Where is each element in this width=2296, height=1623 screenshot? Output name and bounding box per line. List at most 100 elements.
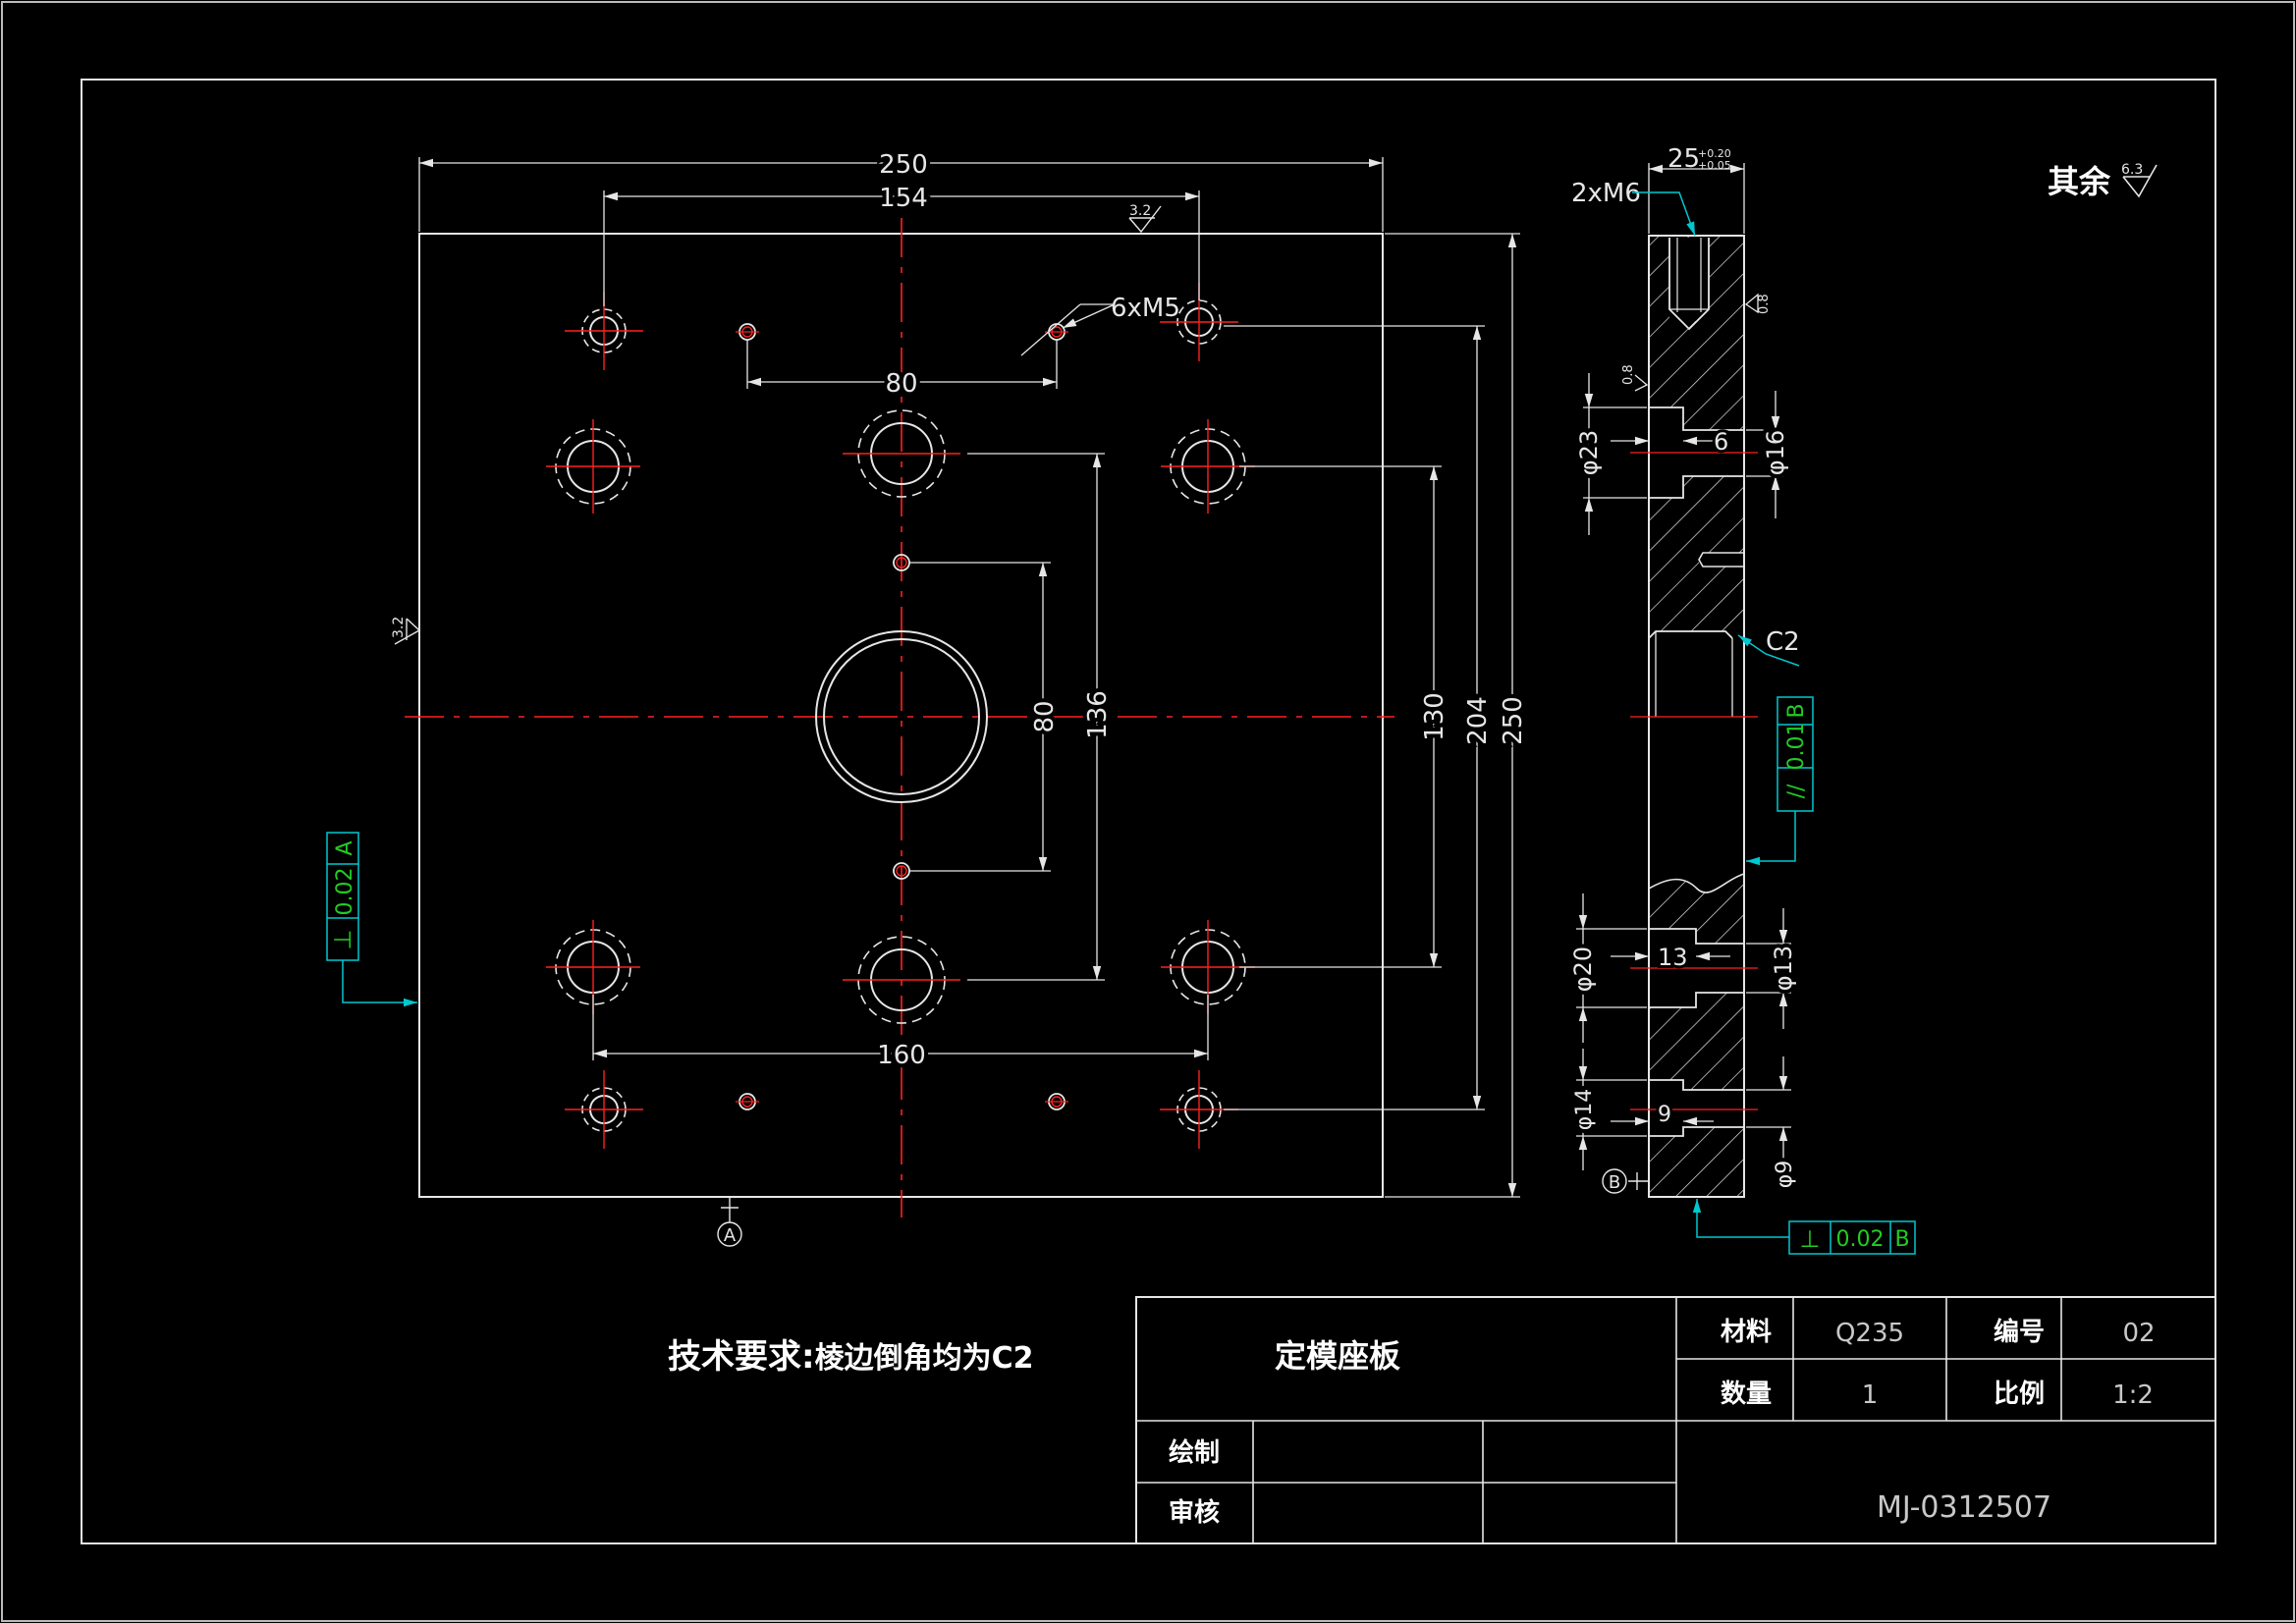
tol-frame-perp-b: ⊥ 0.02 B	[1692, 1199, 1916, 1255]
dim-d23: φ23	[1571, 373, 1647, 535]
dim-height-250: 250	[1385, 233, 1532, 1198]
front-view: 250 154 80 6xM5 160	[326, 146, 1532, 1247]
dim-tol-lower: +0.05	[1698, 159, 1731, 172]
material-label: 材料	[1721, 1318, 1772, 1347]
tol-b-par-symbol: //	[1784, 784, 1809, 798]
tol-b-perp-datum: B	[1894, 1227, 1909, 1252]
roughness-side-left: 0.8	[1621, 364, 1649, 392]
roughness-left-value: 3.2	[391, 617, 407, 638]
callout-6xm5: 6xM5	[1111, 294, 1180, 323]
svg-text:技术要求:棱边倒角均为C2: 技术要求:棱边倒角均为C2	[668, 1337, 1034, 1377]
leader-c2: C2	[1737, 627, 1800, 667]
number-value: 02	[2122, 1319, 2155, 1348]
dim-depth9: 9	[1611, 1100, 1714, 1130]
roughness-side-top: 0.8	[1744, 293, 1772, 314]
dim-136: 136	[967, 453, 1117, 981]
dim-thickness-25: 25 +0.20 +0.05	[1648, 144, 1745, 234]
tech-req-label: 技术要求:	[668, 1337, 815, 1377]
material-value: Q235	[1835, 1319, 1904, 1348]
roughness-top-value: 3.2	[1129, 203, 1151, 219]
dim-text-250: 250	[879, 150, 928, 180]
counterbore-holes	[546, 283, 1255, 1149]
dim-text-160: 160	[877, 1041, 926, 1070]
datum-b: B	[1602, 1168, 1649, 1194]
tol-a-symbol: ⊥	[329, 930, 356, 950]
dim-text-25: 25	[1667, 144, 1700, 174]
side-view: 25 +0.20 +0.05 2xM6 0.8 0.8 φ23	[1565, 144, 1916, 1255]
tol-b-perp-value: 0.02	[1836, 1227, 1885, 1252]
part-name: 定模座板	[1275, 1337, 1400, 1375]
callout-2xm6: 2xM6	[1571, 179, 1641, 208]
callout-c2: C2	[1766, 627, 1800, 657]
dim-text-13: 13	[1658, 944, 1688, 971]
number-label: 编号	[1994, 1317, 2045, 1347]
dim-depth13: 13	[1611, 941, 1730, 974]
m5-tapped-holes	[736, 323, 1068, 1110]
dim-text-250-v: 250	[1499, 696, 1528, 745]
roughness-left: 3.2	[391, 617, 421, 645]
hole-mc-lower	[843, 936, 960, 1024]
dim-d13: φ13	[1746, 908, 1801, 1029]
dim-d14: φ14	[1568, 1049, 1647, 1170]
dim-text-d16: φ16	[1762, 430, 1789, 475]
qty-value: 1	[1862, 1380, 1879, 1410]
leader-6xm5: 6xM5	[1020, 294, 1180, 356]
datum-a-letter: A	[724, 1225, 737, 1246]
dim-text-d9: φ9	[1773, 1161, 1797, 1189]
check-label: 审核	[1169, 1497, 1220, 1528]
datum-b-letter: B	[1609, 1172, 1620, 1193]
scale-label: 比例	[1994, 1380, 2045, 1409]
dim-text-136: 136	[1083, 690, 1113, 739]
dim-width-250: 250	[418, 146, 1384, 232]
dim-depth6: 6	[1611, 425, 1731, 459]
hole-ml-upper	[546, 419, 640, 514]
roughness-top: 3.2	[1128, 203, 1162, 234]
dim-text-d23: φ23	[1575, 430, 1603, 475]
dim-text-6: 6	[1714, 428, 1728, 456]
dim-154: 154	[603, 180, 1200, 306]
tol-b-par-value: 0.01	[1784, 723, 1809, 771]
dim-text-80-v: 80	[1030, 700, 1060, 732]
dim-80-vertical: 80	[909, 562, 1064, 872]
hole-br-small	[1160, 1070, 1238, 1149]
dim-204: 204	[1224, 325, 1497, 1110]
tol-frame-par-b: // 0.01 B	[1746, 696, 1814, 866]
leader-2xm6: 2xM6	[1571, 179, 1696, 237]
drawing-code: MJ-0312507	[1877, 1490, 2051, 1525]
dim-tol-upper: +0.20	[1698, 147, 1731, 160]
dim-text-80-h: 80	[885, 369, 917, 399]
drawn-label: 绘制	[1169, 1437, 1220, 1468]
dim-text-154: 154	[879, 184, 928, 213]
central-bore-inner	[823, 638, 980, 795]
title-block: 定模座板 材料 Q235 编号 02 数量 1 比例 1:2 绘制 审核 MJ-…	[1135, 1296, 2216, 1544]
central-bore-outer	[815, 630, 988, 803]
dim-d20: φ20	[1565, 893, 1647, 1043]
dim-text-d20: φ20	[1569, 947, 1597, 992]
tol-a-value: 0.02	[333, 868, 357, 916]
tol-b-par-datum: B	[1784, 703, 1809, 718]
tol-frame-perp-a: ⊥ 0.02 A	[326, 832, 417, 1007]
dim-160: 160	[592, 995, 1209, 1074]
section-hatch-lower	[1649, 874, 1744, 1197]
roughness-rest-value: 6.3	[2121, 162, 2143, 178]
dim-text-130: 130	[1420, 692, 1449, 741]
tech-req-text: 棱边倒角均为C2	[815, 1341, 1034, 1376]
dim-d16: φ16	[1746, 391, 1793, 518]
dim-d9: φ9	[1746, 1056, 1801, 1192]
roughness-rest-label: 其余	[2048, 163, 2111, 200]
tech-requirements: 技术要求:棱边倒角均为C2	[668, 1337, 1034, 1377]
dim-text-9: 9	[1658, 1103, 1671, 1127]
tol-b-perp-symbol: ⊥	[1800, 1225, 1821, 1253]
hole-mc-upper	[843, 409, 960, 498]
svg-text:0.8: 0.8	[1621, 364, 1636, 385]
tol-a-datum: A	[333, 840, 357, 855]
scale-value: 1:2	[2112, 1380, 2154, 1410]
roughness-rest: 其余 6.3	[2048, 162, 2158, 200]
hole-bl-small	[565, 1070, 643, 1149]
svg-text:0.8: 0.8	[1757, 294, 1772, 314]
dim-text-d13: φ13	[1770, 946, 1797, 991]
dim-text-204: 204	[1463, 696, 1493, 745]
datum-a: A	[717, 1197, 742, 1247]
